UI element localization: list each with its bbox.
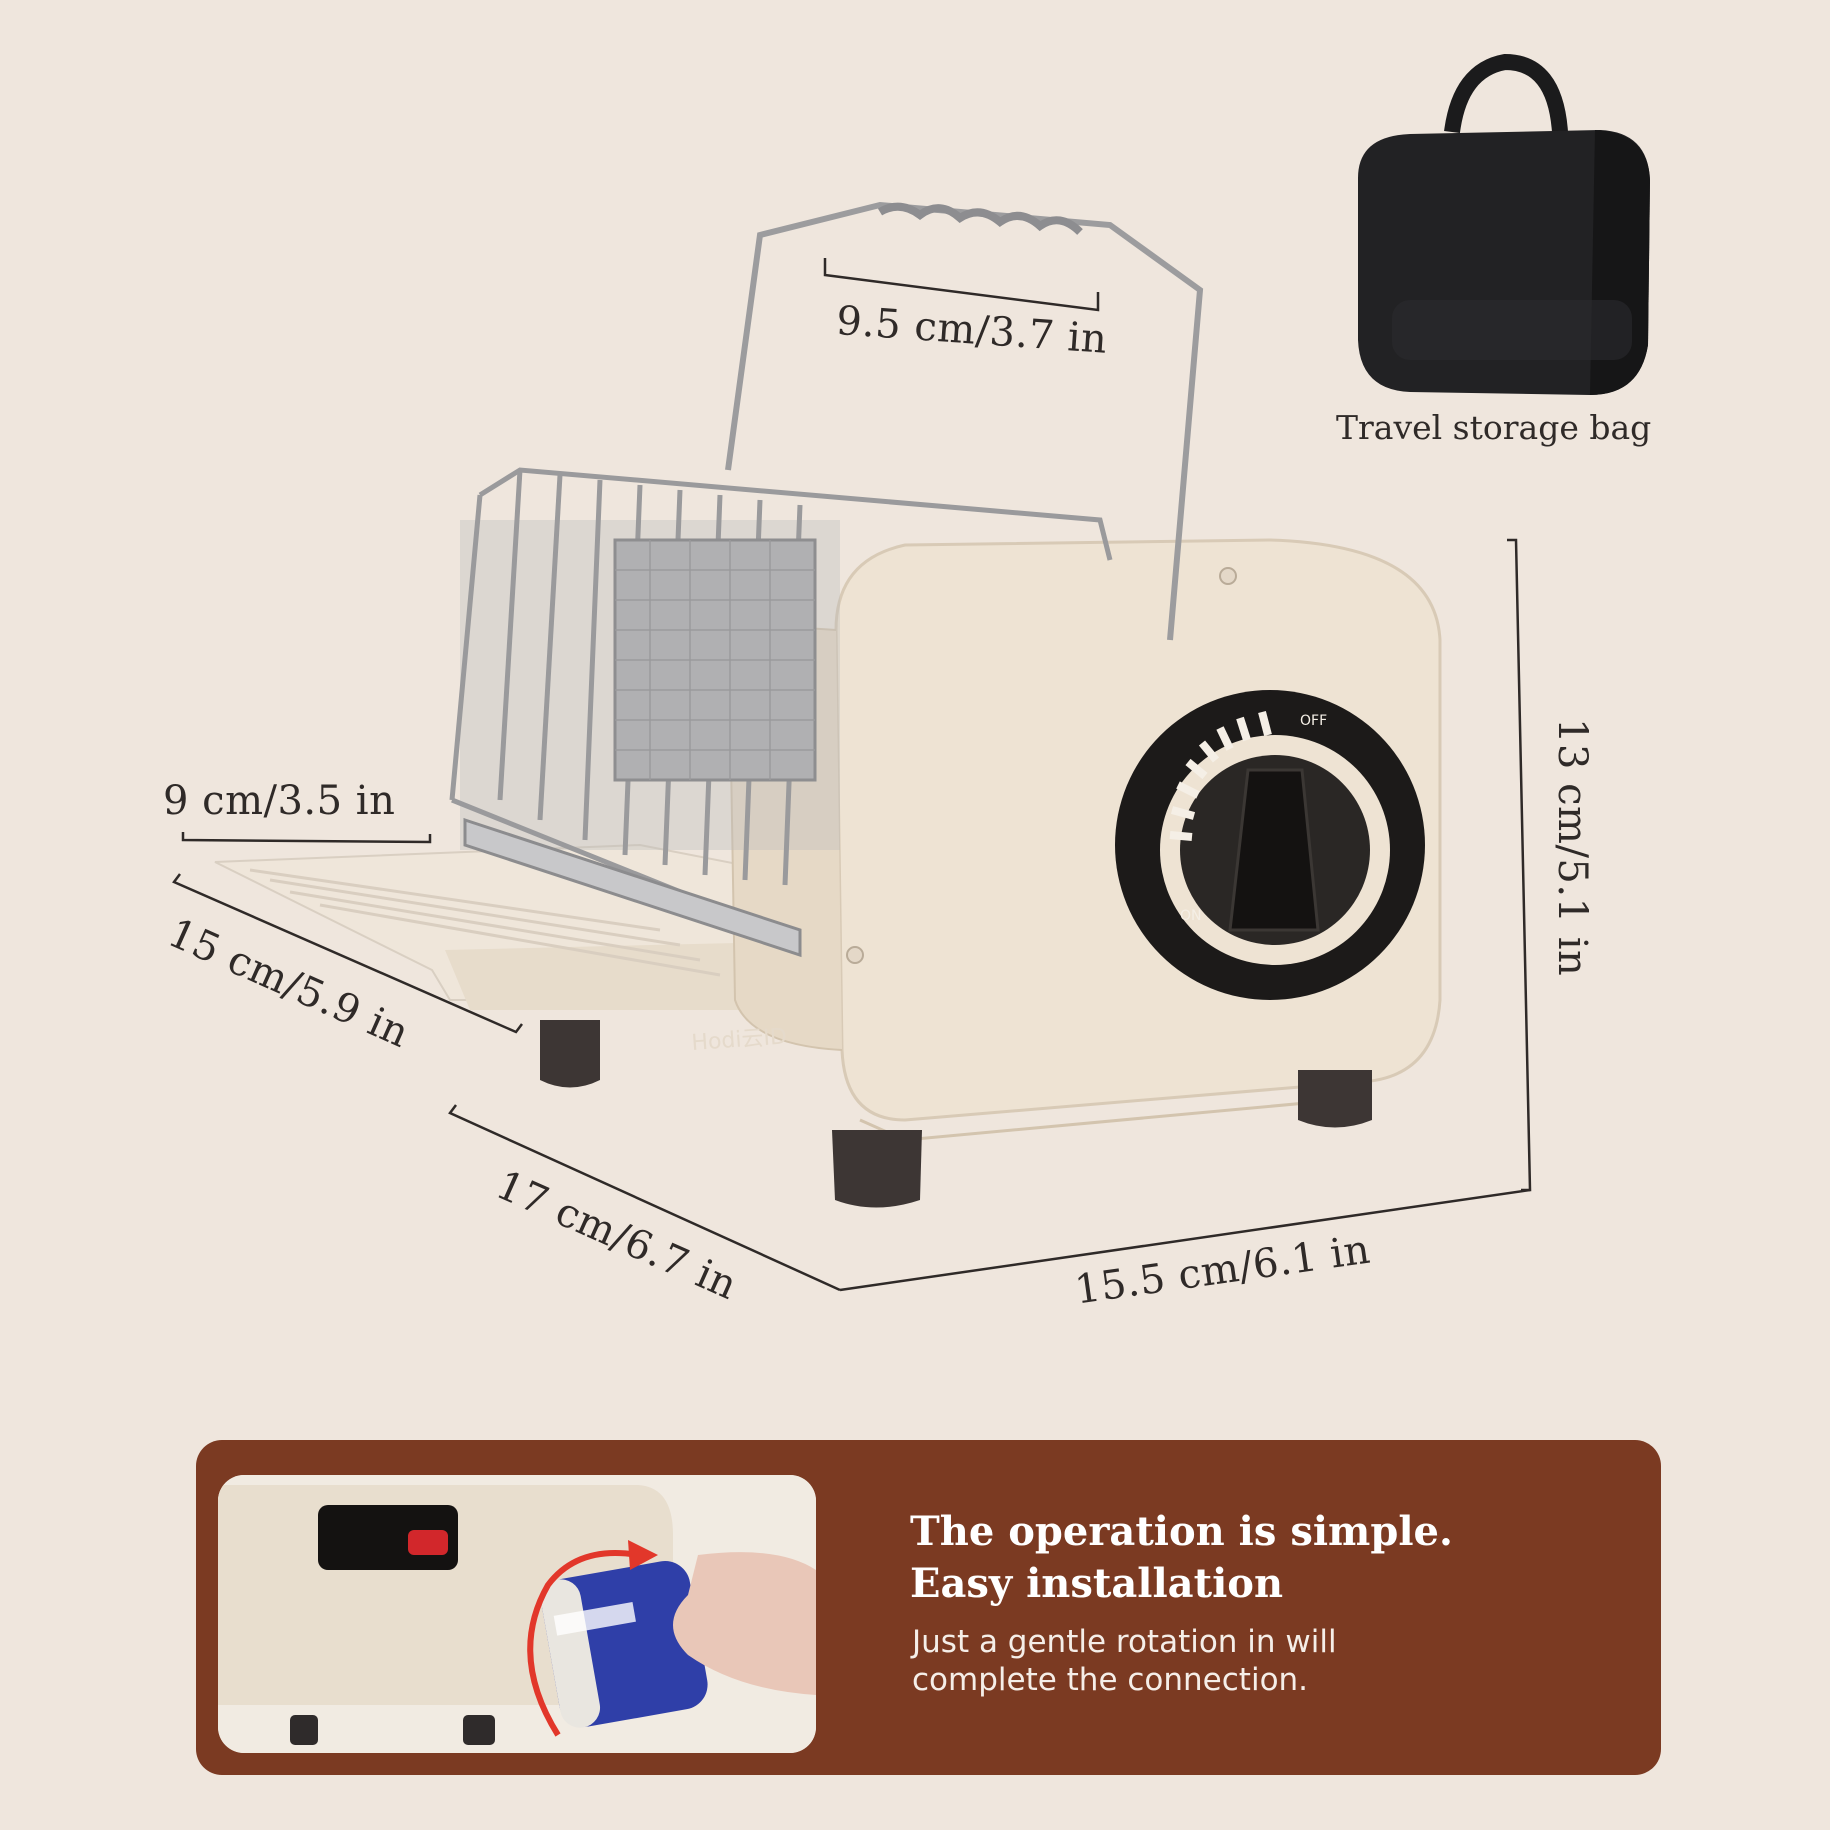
installation-photo bbox=[218, 1475, 816, 1753]
heater-illustration: Hodi云ID OFF ON bbox=[172, 53, 1650, 1292]
storage-bag-image bbox=[1358, 53, 1650, 395]
dimension-height-label: 13 cm/5.1 in bbox=[1549, 718, 1595, 977]
control-knob[interactable]: OFF ON bbox=[1115, 690, 1425, 1000]
heater-feet bbox=[540, 1020, 1372, 1208]
heating-mesh bbox=[613, 538, 817, 782]
height-dimension-line bbox=[1507, 538, 1532, 1192]
hand-image bbox=[673, 1552, 816, 1695]
handle-dimension-line bbox=[823, 258, 1100, 312]
knob-on-label: ON bbox=[1180, 908, 1202, 924]
arrow-head-icon bbox=[628, 1540, 658, 1570]
carry-handle bbox=[725, 201, 1204, 641]
body-depth-dimension-line bbox=[448, 1104, 841, 1292]
knob-off-label: OFF bbox=[1300, 713, 1327, 729]
banner-title-line2: Easy installation bbox=[910, 1560, 1284, 1607]
gas-canister-image bbox=[540, 1561, 708, 1728]
brand-mark: Hodi云ID bbox=[691, 1024, 788, 1056]
rotate-arrow-icon bbox=[527, 1550, 639, 1737]
banner-title-line1: The operation is simple. bbox=[910, 1508, 1453, 1555]
dimension-tray-width-label: 9 cm/3.5 in bbox=[163, 778, 396, 824]
storage-bag-caption: Travel storage bag bbox=[1336, 408, 1652, 447]
banner-body-line2: complete the connection. bbox=[912, 1662, 1309, 1698]
screw-icon bbox=[1219, 567, 1237, 585]
body-width-dimension-line bbox=[839, 1188, 1531, 1292]
banner-body-line1: Just a gentle rotation in will bbox=[912, 1624, 1337, 1660]
tray-depth-dimension-line bbox=[172, 873, 523, 1034]
screw-icon bbox=[846, 946, 864, 964]
tray-width-dimension-line bbox=[181, 832, 432, 844]
